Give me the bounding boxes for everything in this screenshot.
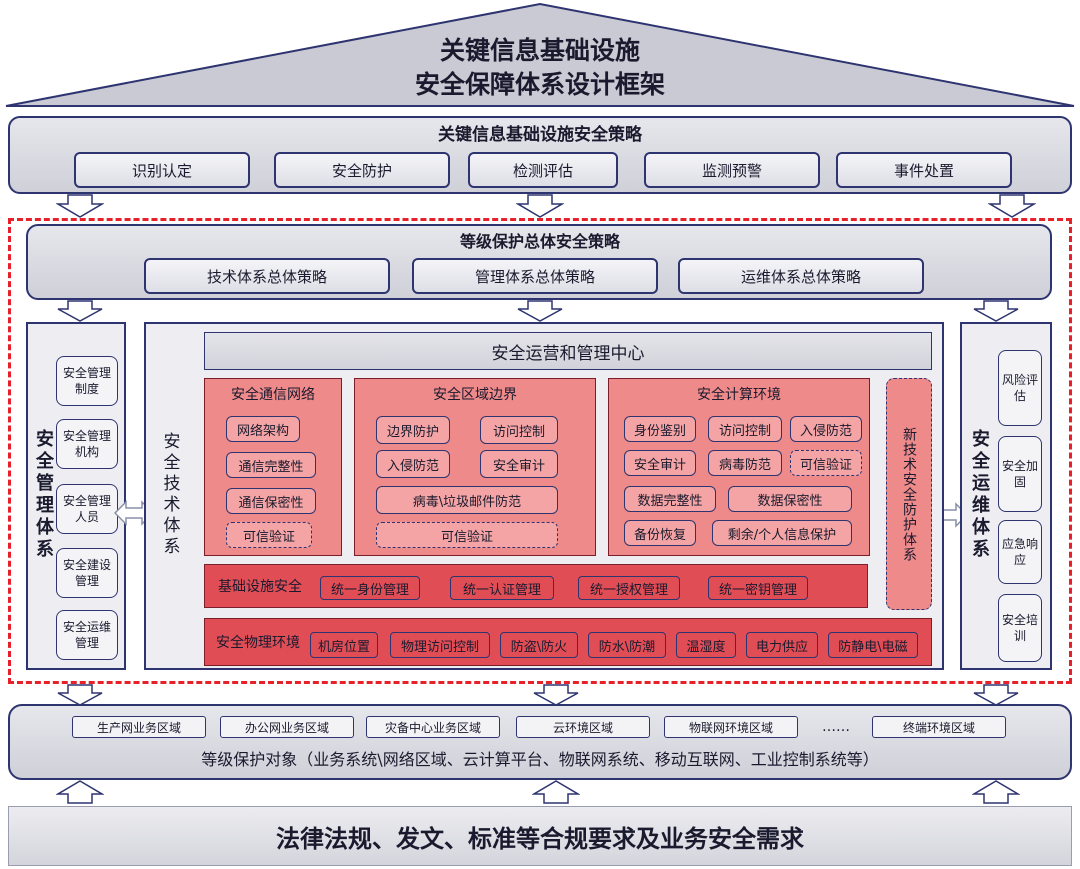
foundation-title: 法律法规、发文、标准等合规要求及业务安全需求 xyxy=(276,824,804,853)
compute-item-confidentiality: 数据保密性 xyxy=(728,486,852,512)
mgmt-item-org: 安全管理机构 xyxy=(56,419,118,469)
zone-terminal: 终端环境区域 xyxy=(872,716,1006,738)
physical-item-power: 电力供应 xyxy=(746,632,818,658)
boundary-item-trusted: 可信验证 xyxy=(376,522,558,548)
physical-item-theft-fire: 防盗\防火 xyxy=(500,632,578,658)
mgmt-item-policy: 安全管理制度 xyxy=(56,356,118,406)
roof-title-line2: 安全保障体系设计框架 xyxy=(414,70,665,99)
compute-item-auth: 身份鉴别 xyxy=(624,416,696,442)
physical-env-title: 安全物理环境 xyxy=(216,635,300,651)
up-arrow-mid xyxy=(532,780,580,804)
region-boundary-title: 安全区域边界 xyxy=(433,387,517,403)
zone-iot: 物联网环境区域 xyxy=(664,716,798,738)
level-protection-frame xyxy=(8,218,1072,684)
boundary-item-antivirus: 病毒\垃圾邮件防范 xyxy=(376,486,558,514)
physical-item-location: 机房位置 xyxy=(310,632,378,658)
ops-center-title: 安全运营和管理中心 xyxy=(491,343,645,364)
level-policy-title: 等级保护总体安全策略 xyxy=(459,232,620,251)
boundary-item-protect: 边界防护 xyxy=(376,416,450,444)
roof-title-line1: 关键信息基础设施 xyxy=(439,36,640,65)
ops-item-training: 安全培训 xyxy=(998,594,1042,662)
down-arrow-right-1 xyxy=(988,194,1036,218)
protected-objects-caption: 等级保护对象（业务系统\网络区域、云计算平台、物联网系统、移动互联网、工业控制系… xyxy=(201,750,879,769)
zone-cloud: 云环境区域 xyxy=(516,716,650,738)
down-arrow-mid-2 xyxy=(517,300,563,322)
boundary-item-access: 访问控制 xyxy=(480,416,558,444)
zone-production: 生产网业务区域 xyxy=(72,716,206,738)
down-arrow-right-3 xyxy=(973,684,1019,706)
policy-item-ops: 运维体系总体策略 xyxy=(678,258,924,294)
boundary-item-intrusion: 入侵防范 xyxy=(376,450,450,478)
comm-item-arch: 网络架构 xyxy=(226,416,300,442)
cii-strategy-title: 关键信息基础设施安全策略 xyxy=(438,124,642,145)
ops-system-title: 安全运维体系 xyxy=(969,429,990,561)
comm-item-integrity: 通信完整性 xyxy=(226,452,316,478)
ops-item-risk: 风险评估 xyxy=(998,350,1042,426)
infra-item-authn: 统一认证管理 xyxy=(450,576,554,600)
zone-dr-center: 灾备中心业务区域 xyxy=(366,716,500,738)
compute-env-title: 安全计算环境 xyxy=(697,387,781,403)
new-tech-panel xyxy=(886,378,932,610)
down-arrow-left-3 xyxy=(57,684,103,706)
mgmt-system-title: 安全管理体系 xyxy=(33,429,54,561)
physical-item-access: 物理访问控制 xyxy=(390,632,490,658)
compute-item-integrity: 数据完整性 xyxy=(624,486,716,512)
strategy-item-assess: 检测评估 xyxy=(468,152,618,188)
comm-item-trusted: 可信验证 xyxy=(226,522,312,548)
up-arrow-left xyxy=(56,780,104,804)
down-arrow-left-2 xyxy=(57,300,103,322)
mgmt-item-build: 安全建设管理 xyxy=(56,548,118,598)
compute-item-antivirus: 病毒防范 xyxy=(708,450,782,476)
down-arrow-mid-3 xyxy=(533,684,579,706)
infra-item-identity: 统一身份管理 xyxy=(320,576,420,600)
compute-item-trusted: 可信验证 xyxy=(790,450,862,476)
compute-item-backup: 备份恢复 xyxy=(624,520,696,546)
policy-item-tech: 技术体系总体策略 xyxy=(144,258,390,294)
compute-item-access: 访问控制 xyxy=(708,416,782,442)
ops-item-hardening: 安全加固 xyxy=(998,436,1042,512)
infra-item-key: 统一密钥管理 xyxy=(708,576,808,600)
zone-office: 办公网业务区域 xyxy=(220,716,354,738)
strategy-item-identify: 识别认定 xyxy=(74,152,250,188)
infra-security-title: 基础设施安全 xyxy=(218,579,302,595)
mgmt-item-staff: 安全管理人员 xyxy=(56,484,118,534)
foundation-bar xyxy=(8,806,1072,866)
policy-item-mgmt: 管理体系总体策略 xyxy=(412,258,658,294)
ops-item-emergency: 应急响应 xyxy=(998,520,1042,584)
down-arrow-right-2 xyxy=(973,300,1019,322)
tech-system-title: 安全技术体系 xyxy=(159,432,180,558)
comm-item-confidentiality: 通信保密性 xyxy=(226,488,316,514)
down-arrow-left-1 xyxy=(56,194,104,218)
boundary-item-audit: 安全审计 xyxy=(480,450,558,478)
physical-item-static: 防静电\电磁 xyxy=(828,632,918,658)
strategy-item-protect: 安全防护 xyxy=(274,152,450,188)
strategy-item-incident: 事件处置 xyxy=(836,152,1012,188)
compute-item-audit: 安全审计 xyxy=(624,450,696,476)
compute-item-residual: 剩余/个人信息保护 xyxy=(712,520,852,546)
mgmt-item-ops: 安全运维管理 xyxy=(56,610,118,660)
comm-network-title: 安全通信网络 xyxy=(231,387,315,403)
physical-item-humidity: 温湿度 xyxy=(676,632,736,658)
strategy-item-monitor: 监测预警 xyxy=(644,152,820,188)
down-arrow-mid-1 xyxy=(516,194,564,218)
ops-center-bar xyxy=(204,332,932,370)
infra-item-authz: 统一授权管理 xyxy=(578,576,680,600)
up-arrow-right xyxy=(972,780,1020,804)
roof-shape xyxy=(5,2,1075,107)
new-tech-title: 新技术安全防护体系 xyxy=(901,426,917,562)
physical-item-water: 防水\防潮 xyxy=(588,632,666,658)
zone-ellipsis: …… xyxy=(822,719,850,735)
compute-item-intrusion: 入侵防范 xyxy=(790,416,862,442)
